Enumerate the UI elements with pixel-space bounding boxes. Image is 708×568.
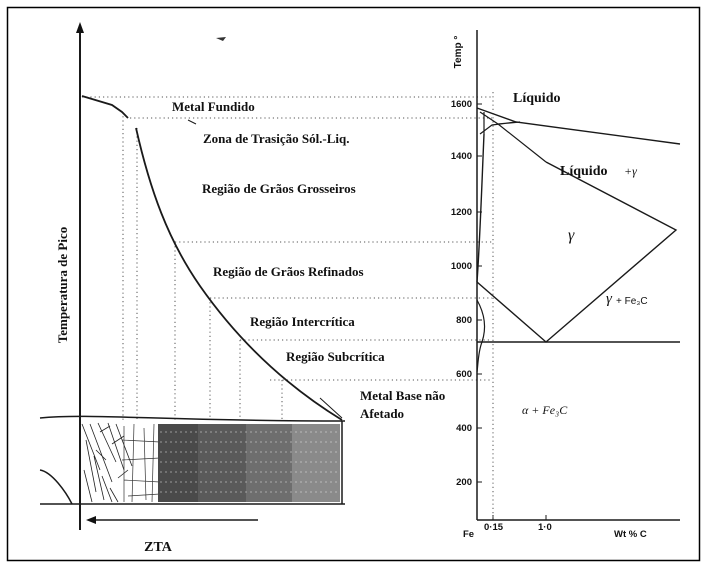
y-tick-label: 1200 bbox=[451, 207, 472, 218]
region-liquid-gamma: Líquido bbox=[560, 164, 607, 179]
region-liquid-gamma-suffix: +γ bbox=[624, 164, 637, 178]
y-tick-label: 200 bbox=[456, 477, 472, 488]
base-metal-label-line1: Metal Base não bbox=[360, 388, 445, 403]
region-alpha-fe3c: α + Fe₃C bbox=[522, 403, 568, 417]
gamma-field-boundary bbox=[476, 161, 678, 343]
base-metal-label-line2: Afetado bbox=[360, 406, 404, 421]
leader-line bbox=[319, 397, 343, 419]
y-tick-label: 800 bbox=[456, 315, 472, 326]
y-tick-label: 600 bbox=[456, 369, 472, 380]
coarse-grain-region bbox=[158, 424, 198, 502]
refined-grain-region bbox=[198, 424, 246, 502]
region-gamma-fe3c-suffix: + Fe₃C bbox=[616, 296, 648, 307]
region-liquid: Líquido bbox=[513, 91, 560, 106]
x-axis-label: Wt % C bbox=[614, 529, 647, 540]
x-tick-label: 1·0 bbox=[538, 522, 552, 533]
zone-label-graos-refinados: Região de Grãos Refinados bbox=[213, 264, 364, 279]
x-tick-label: 0·15 bbox=[484, 522, 504, 533]
y-tick-label: 400 bbox=[456, 423, 472, 434]
gamma-field-left-boundary bbox=[476, 133, 485, 283]
left-y-axis-label: Temperatura de Pico bbox=[55, 227, 70, 344]
right-x-ticks: Fe 0·15 1·0 Wt % C bbox=[463, 515, 647, 540]
peritectic-lines bbox=[479, 111, 547, 163]
right-y-ticks: 1600 1400 1200 1000 800 600 400 200 bbox=[451, 99, 482, 488]
y-tick-label: 1400 bbox=[451, 151, 472, 162]
alpha-boundary bbox=[476, 299, 486, 373]
region-gamma: γ bbox=[568, 227, 575, 244]
figure-frame bbox=[6, 6, 701, 562]
zone-label-transicao: Zona de Trasição Sól.-Liq. bbox=[203, 131, 350, 146]
haz-grain-band bbox=[121, 423, 161, 503]
peak-temperature-curve bbox=[135, 127, 343, 421]
zone-label-graos-grosseiros: Região de Grãos Grosseiros bbox=[202, 181, 356, 196]
zta-arrow-head bbox=[86, 516, 96, 524]
liquidus-line bbox=[476, 107, 681, 145]
region-gamma-fe3c: γ bbox=[606, 291, 613, 307]
peak-temperature-curve bbox=[81, 95, 129, 119]
zone-label-intercritica: Região Intercrítica bbox=[250, 314, 355, 329]
right-diagram: Temp ° 1600 1400 1200 1000 800 600 400 2… bbox=[451, 30, 681, 540]
weld-micrograph bbox=[39, 415, 346, 505]
subcritical-grain-region bbox=[292, 424, 340, 502]
zone-label-subcritica: Região Subcrítica bbox=[286, 349, 385, 364]
plate-top-edge bbox=[39, 415, 346, 422]
left-diagram: Temperatura de Pico Metal Fundido Zona d… bbox=[39, 22, 492, 555]
y-tick-label: 1000 bbox=[451, 261, 472, 272]
x-tick-label-fe: Fe bbox=[463, 529, 474, 540]
zone-label-metal-fundido: Metal Fundido bbox=[172, 99, 255, 114]
zta-label: ZTA bbox=[144, 540, 173, 555]
leader-line bbox=[187, 119, 197, 125]
stray-mark bbox=[216, 37, 226, 41]
right-y-axis-label: Temp ° bbox=[453, 36, 464, 69]
fusion-boundary bbox=[39, 469, 73, 505]
intercritical-grain-region bbox=[246, 424, 292, 502]
y-tick-label: 1600 bbox=[451, 99, 472, 110]
left-y-axis-arrow bbox=[76, 22, 84, 33]
weld-columnar-grains bbox=[81, 422, 133, 503]
